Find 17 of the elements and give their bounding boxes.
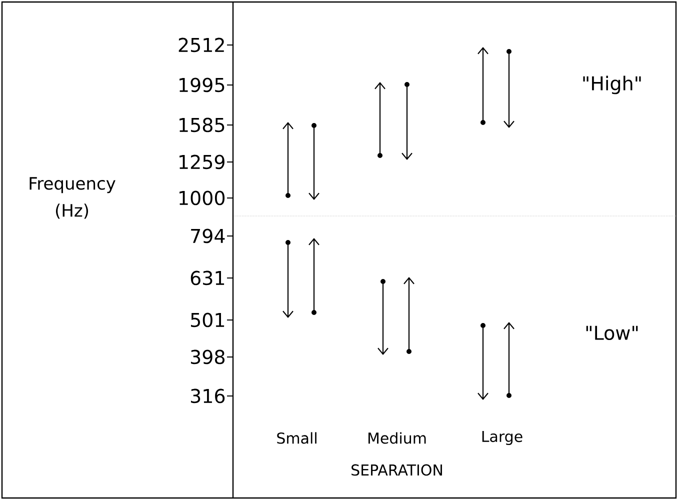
category-label: Medium — [368, 432, 426, 444]
tick-label: 1585 — [180, 118, 224, 132]
tick-label: 1000 — [180, 190, 225, 206]
axis-title: SEPARATION — [352, 464, 442, 476]
tick-label: 316 — [190, 388, 225, 404]
category-label: Large — [482, 430, 522, 446]
tick-label: 794 — [191, 228, 225, 244]
axis-title: Frequency (Hz) — [30, 177, 116, 219]
tick-label: 1259 — [180, 154, 224, 170]
tick-label: 398 — [190, 350, 224, 364]
category-label: Small — [277, 432, 316, 444]
tick-label: 2512 — [178, 38, 224, 52]
band-label: "High" — [583, 76, 641, 94]
band-label: "Low" — [586, 326, 638, 340]
tick-label: 631 — [190, 270, 224, 286]
tick-label: 501 — [191, 312, 224, 328]
tick-label: 1995 — [180, 78, 224, 92]
